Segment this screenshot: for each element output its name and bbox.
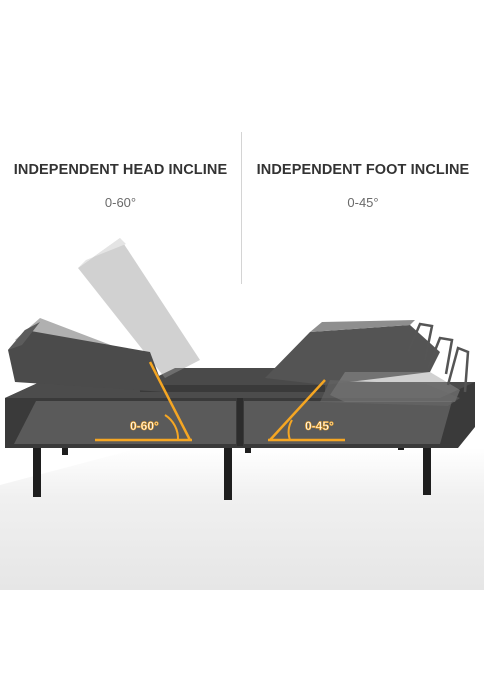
foot-incline-heading: INDEPENDENT FOOT INCLINE (256, 162, 470, 178)
head-section-raised (8, 322, 165, 392)
head-angle-label: 0-60° (130, 419, 159, 433)
adjustable-bed-illustration: 0-60° 0-45° (5, 238, 475, 500)
foot-angle-indicator: 0-45° (268, 379, 345, 442)
mattress-retainer-bars (406, 322, 470, 393)
foot-section-raised (265, 320, 460, 406)
head-section-ghost-max (78, 238, 200, 378)
center-divider (241, 132, 242, 284)
foot-angle-label: 0-45° (305, 419, 334, 433)
head-incline-range: 0-60° (104, 195, 137, 210)
foot-incline-range: 0-45° (347, 195, 379, 210)
floor-shadow (0, 448, 484, 590)
bed-legs (33, 440, 431, 500)
head-incline-heading: INDEPENDENT HEAD INCLINE (13, 162, 228, 178)
head-angle-indicator: 0-60° (95, 361, 192, 442)
